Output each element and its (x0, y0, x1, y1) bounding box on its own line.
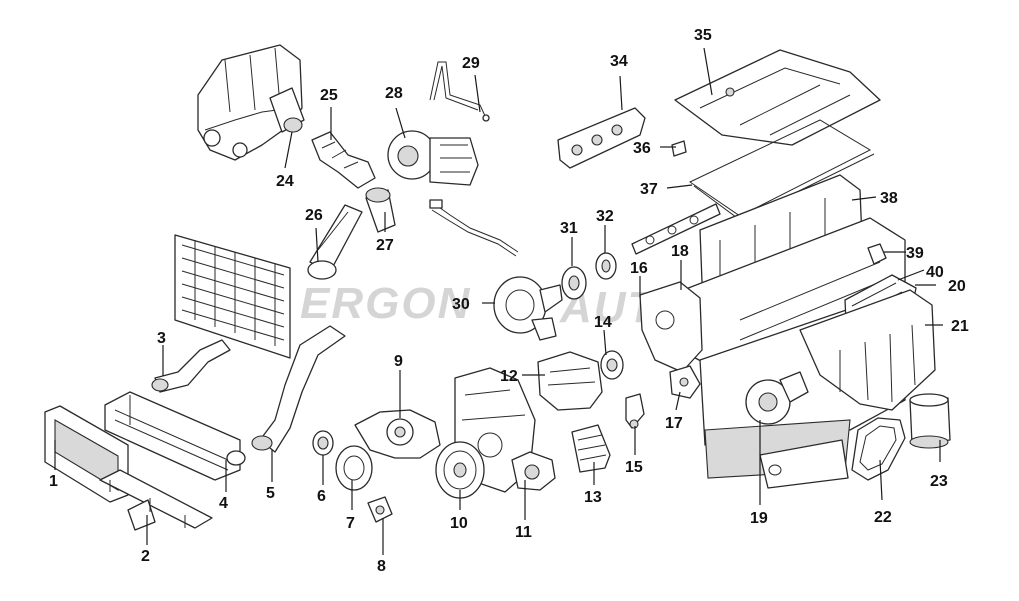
part-radiator (174, 234, 291, 359)
label-part-18: 18 (671, 243, 689, 260)
part-return-pipe (429, 199, 519, 257)
part-26-intercooler-pipe (307, 204, 363, 280)
part-36-cover-bolt (671, 140, 687, 157)
label-part-31: 31 (560, 220, 578, 237)
part-12-injection-pump (537, 351, 603, 411)
part-30-alternator (493, 276, 563, 341)
part-13-oil-cooler (571, 424, 611, 473)
part-19-oil-filter-housing (745, 371, 809, 425)
label-part-36: 36 (633, 140, 651, 157)
leader-lines (54, 47, 943, 555)
label-part-38: 38 (880, 190, 898, 207)
part-oil-sump (759, 439, 849, 489)
part-28-turbocharger (387, 130, 479, 186)
part-31-cam-pulley (561, 266, 587, 300)
part-39-injector (867, 243, 887, 265)
part-14-gear (600, 350, 624, 380)
part-32-cam-pulley (595, 252, 617, 280)
label-part-2: 2 (141, 548, 150, 565)
label-part-17: 17 (665, 415, 683, 432)
label-part-1: 1 (49, 473, 58, 490)
label-part-24: 24 (276, 173, 294, 190)
label-part-25: 25 (320, 87, 338, 104)
part-11-vacuum-pump (511, 451, 556, 491)
part-27-intercooler-hose (365, 187, 396, 233)
label-part-15: 15 (625, 459, 643, 476)
label-part-37: 37 (640, 181, 658, 198)
part-35-rocker-cover (674, 49, 881, 146)
label-part-12: 12 (500, 368, 518, 385)
label-part-22: 22 (874, 509, 892, 526)
label-part-4: 4 (219, 495, 228, 512)
label-part-10: 10 (450, 515, 468, 532)
label-part-34: 34 (610, 53, 628, 70)
label-part-6: 6 (317, 488, 326, 505)
label-part-35: 35 (694, 27, 712, 44)
label-part-13: 13 (584, 489, 602, 506)
part-21-intake-manifold (799, 289, 936, 411)
part-23-oil-filter (909, 393, 951, 449)
watermark-left: ERGON (300, 279, 471, 328)
part-22-drive-belt (851, 417, 906, 481)
part-10-crankshaft-pulley (435, 441, 485, 499)
label-part-26: 26 (305, 207, 323, 224)
part-17-thermostat (669, 365, 701, 399)
label-part-40: 40 (926, 264, 944, 281)
part-16-timing-cover (639, 281, 703, 373)
label-part-23: 23 (930, 473, 948, 490)
part-camshaft (631, 203, 721, 255)
label-part-19: 19 (750, 510, 768, 527)
part-7-tensioner-pulley (335, 445, 373, 491)
label-part-21: 21 (951, 318, 969, 335)
part-8-tensioner-bracket (367, 496, 393, 523)
label-part-11: 11 (515, 524, 532, 541)
part-29-oil-pipe (429, 61, 490, 122)
label-part-9: 9 (394, 353, 403, 370)
part-5-lower-hose (251, 325, 346, 453)
part-3-radiator-hose (151, 339, 231, 393)
part-15-sensor (625, 393, 645, 429)
part-25-intake-hose (311, 131, 376, 189)
label-part-14: 14 (594, 314, 612, 331)
label-part-16: 16 (630, 260, 648, 277)
part-34-exhaust-manifold (557, 107, 646, 169)
part-engine-block-top (197, 44, 303, 161)
label-part-39: 39 (906, 245, 924, 262)
label-part-32: 32 (596, 208, 614, 225)
label-part-7: 7 (346, 515, 355, 532)
part-4-intercooler (104, 391, 246, 481)
part-6-idler-pulley (312, 430, 334, 456)
label-part-28: 28 (385, 85, 403, 102)
label-part-3: 3 (157, 330, 166, 347)
part-9-water-pump (354, 409, 441, 459)
label-part-5: 5 (266, 485, 275, 502)
part-2-bumper-bracket (99, 469, 213, 531)
label-part-30: 30 (452, 296, 470, 313)
label-part-27: 27 (376, 237, 394, 254)
part-number-labels: 1 2 3 4 5 6 7 8 9 10 11 12 13 14 15 16 1… (49, 27, 969, 575)
part-24-turbo-hose (269, 87, 305, 133)
label-part-8: 8 (377, 558, 386, 575)
label-part-20: 20 (948, 278, 966, 295)
label-part-29: 29 (462, 55, 480, 72)
